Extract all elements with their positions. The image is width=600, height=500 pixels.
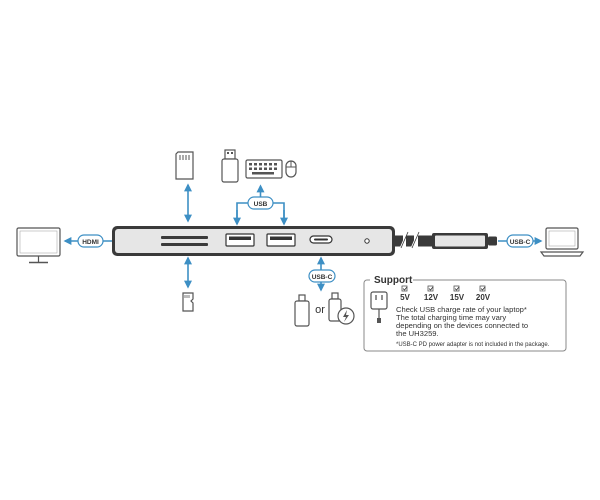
micro-sd-card-icon xyxy=(182,292,194,312)
sd-card-slot xyxy=(161,236,208,239)
usb-c-charger-icon xyxy=(328,292,355,325)
usb-c-host-label: USB-C xyxy=(510,239,531,246)
voltage-list: 5V 12V 15V 20V xyxy=(400,285,491,302)
support-footnote: *USB-C PD power adapter is not included … xyxy=(396,342,550,348)
keyboard-mouse-icon xyxy=(245,159,297,179)
usb-c-device-label: USB-C xyxy=(312,274,333,281)
voltage-12v: 12V xyxy=(424,285,439,302)
micro-sd-slot xyxy=(161,243,208,246)
support-line-3: depending on the devices connected to xyxy=(396,321,528,330)
voltage-label: 15V xyxy=(450,293,465,302)
usb-c-device-icon xyxy=(294,294,310,327)
status-led xyxy=(364,238,370,244)
voltage-15v: 15V xyxy=(450,285,465,302)
voltage-label: 5V xyxy=(400,293,410,302)
usb-hub xyxy=(112,226,395,256)
monitor-icon xyxy=(16,227,61,264)
voltage-label: 12V xyxy=(424,293,439,302)
voltage-label: 20V xyxy=(476,293,491,302)
usb-a-connection: USB xyxy=(233,184,288,226)
power-adapter-icon xyxy=(370,291,388,323)
or-label: or xyxy=(315,304,325,316)
support-line-2: The total charging time may vary xyxy=(396,313,506,322)
usb-flash-drive-icon xyxy=(221,149,239,183)
support-panel: Support 5V 12V 15V xyxy=(363,273,567,352)
hdmi-connection: HDMI xyxy=(63,234,112,248)
usb-c-host-connection: USB-C xyxy=(498,234,543,248)
usb-label: USB xyxy=(254,201,268,208)
support-title: Support xyxy=(374,275,413,286)
sd-card-icon xyxy=(175,151,194,180)
laptop-icon xyxy=(539,227,585,257)
voltage-20v: 20V xyxy=(476,285,491,302)
usb-a-port-2 xyxy=(266,233,296,247)
usb-c-device-connection: USB-C xyxy=(308,256,336,292)
voltage-5v: 5V xyxy=(400,285,411,302)
support-line-1: Check USB charge rate of your laptop* xyxy=(396,305,527,314)
usb-c-cable xyxy=(395,231,497,249)
usb-a-port-1 xyxy=(225,233,255,247)
hdmi-label: HDMI xyxy=(82,239,99,246)
support-line-4: the UH3259. xyxy=(396,329,439,338)
